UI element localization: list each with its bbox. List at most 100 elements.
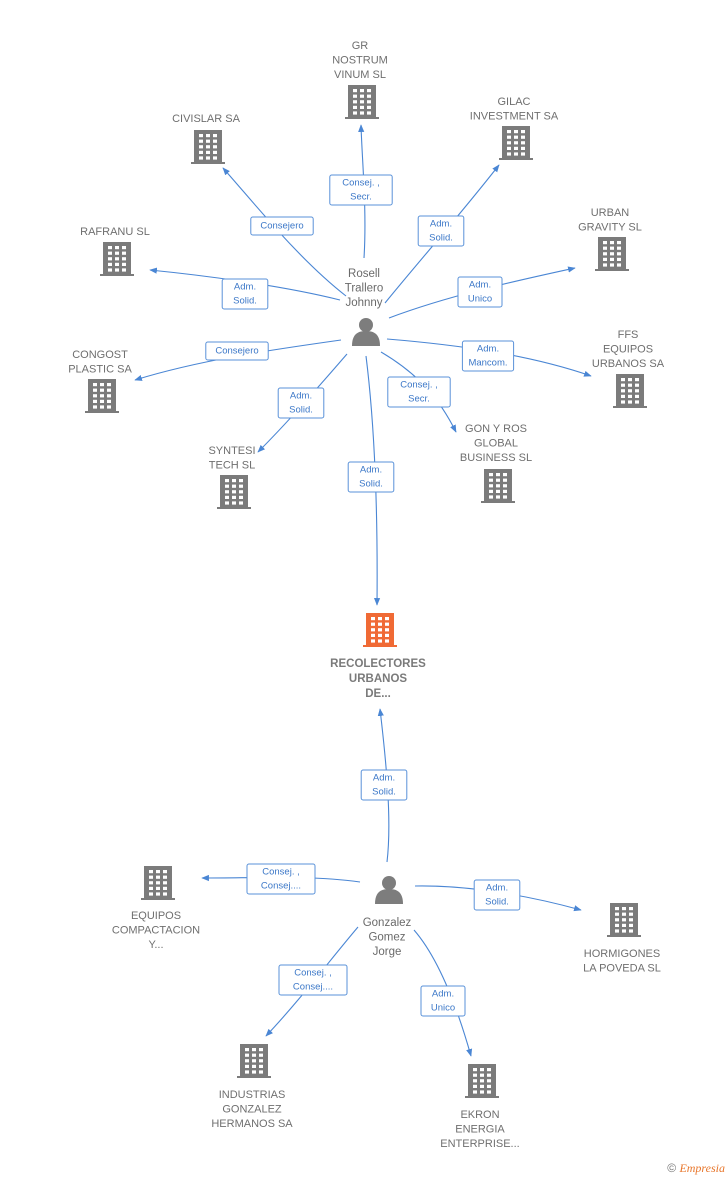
company-node-ffs-building-icon[interactable] [613, 374, 647, 408]
building-window [503, 495, 507, 499]
role-tag-text: Consej.... [261, 881, 301, 892]
building-window [93, 405, 97, 409]
building-window [163, 892, 167, 896]
relation-role-tag[interactable]: Adm.Solid. [473, 879, 521, 911]
company-node-hormigones-building-icon[interactable] [607, 903, 641, 937]
relation-role-tag[interactable]: Consej. ,Secr. [329, 174, 393, 206]
company-node-industrias-gonzalez-building-icon[interactable] [237, 1044, 271, 1078]
building-window [360, 94, 364, 98]
relation-role-tag[interactable]: Adm.Solid. [360, 769, 408, 801]
relation-role-tag[interactable]: Adm.Solid. [277, 387, 325, 419]
building-window [378, 628, 382, 632]
company-node-gr-nostrum-building-icon[interactable] [345, 85, 379, 119]
label-line: Gonzalez [363, 917, 412, 929]
copyright-symbol: © [667, 1161, 677, 1175]
building-window [122, 262, 126, 266]
building-window [521, 146, 525, 150]
relation-role-tag[interactable]: Adm.Unico [420, 985, 466, 1017]
building-window [239, 490, 243, 494]
relation-role-tag[interactable]: Consej. ,Consej.... [278, 964, 348, 996]
building-window [610, 252, 614, 256]
building-window [378, 622, 382, 626]
building-window [232, 490, 236, 494]
company-node-equipos-compactacion-building-icon[interactable] [141, 866, 175, 900]
building-window [496, 478, 500, 482]
building-window [371, 633, 375, 637]
building-window [367, 100, 371, 104]
building-window [225, 501, 229, 505]
label-line: GONZALEZ [222, 1104, 282, 1116]
building-base [141, 898, 175, 900]
building-window [107, 394, 111, 398]
building-window [232, 484, 236, 488]
label-line: COMPACTACION [112, 925, 200, 937]
building-window [489, 473, 493, 477]
building-window [615, 929, 619, 933]
company-node-ekron-building-icon[interactable] [465, 1064, 499, 1098]
brand-logo-text[interactable]: Empresia [679, 1161, 725, 1175]
person-head [382, 876, 396, 890]
building-window [93, 383, 97, 387]
building-base [100, 274, 134, 276]
relation-role-tag[interactable]: Adm.Unico [457, 276, 503, 308]
building-window [100, 394, 104, 398]
building-window [149, 881, 153, 885]
building-base [595, 269, 629, 271]
relation-role-tag[interactable]: Consej. ,Consej.... [246, 863, 316, 895]
building-window [514, 130, 518, 134]
company-node-civislar-building-icon[interactable] [191, 130, 225, 164]
building-window [252, 1064, 256, 1068]
building-window [622, 907, 626, 911]
building-window [371, 639, 375, 643]
building-window [503, 473, 507, 477]
building-window [514, 146, 518, 150]
building-window [507, 141, 511, 145]
company-node-rafranu-building-icon[interactable] [100, 242, 134, 276]
company-node-urban-gravity-building-icon[interactable] [595, 237, 629, 271]
building-window [621, 400, 625, 404]
company-label-rafranu: RAFRANU SL [80, 226, 150, 238]
building-window [239, 479, 243, 483]
building-window [259, 1048, 263, 1052]
building-window [93, 388, 97, 392]
building-window [225, 484, 229, 488]
role-tag-box [461, 340, 515, 372]
building-window [245, 1048, 249, 1052]
role-tag-box [221, 278, 269, 310]
building-window [213, 134, 217, 138]
relation-role-tag[interactable]: Adm.Solid. [417, 215, 465, 247]
building-window [367, 111, 371, 115]
building-window [487, 1090, 491, 1094]
building-window [156, 886, 160, 890]
relation-role-tag[interactable]: Adm.Mancom. [461, 340, 515, 372]
role-tag-text: Solid. [359, 479, 383, 490]
relation-role-tag[interactable]: Adm.Solid. [221, 278, 269, 310]
person-node-rosell-user-icon[interactable] [352, 318, 380, 346]
role-tag-text: Adm. [432, 989, 454, 1000]
building-window [232, 501, 236, 505]
company-node-gon-y-ros-building-icon[interactable] [481, 469, 515, 503]
building-window [156, 875, 160, 879]
building-window [610, 241, 614, 245]
company-node-syntesi-building-icon[interactable] [217, 475, 251, 509]
relation-role-tag[interactable]: Consejero [205, 341, 269, 361]
relation-role-tag[interactable]: Consej. ,Secr. [387, 376, 451, 408]
label-line: FFS [618, 329, 639, 341]
building-window [259, 1064, 263, 1068]
label-line: GR [352, 40, 369, 52]
building-window [213, 139, 217, 143]
company-node-gilac-building-icon[interactable] [499, 126, 533, 160]
building-window [199, 156, 203, 160]
company-node-congost-building-icon[interactable] [85, 379, 119, 413]
relation-role-tag[interactable]: Consejero [250, 216, 314, 236]
building-window [252, 1053, 256, 1057]
relation-role-tag[interactable]: Adm.Solid. [347, 461, 395, 493]
role-tag-text: Consejero [260, 221, 303, 232]
person-body [352, 331, 380, 346]
person-node-gonzalez-user-icon[interactable] [375, 876, 403, 904]
main-company-building-icon[interactable] [363, 613, 397, 647]
